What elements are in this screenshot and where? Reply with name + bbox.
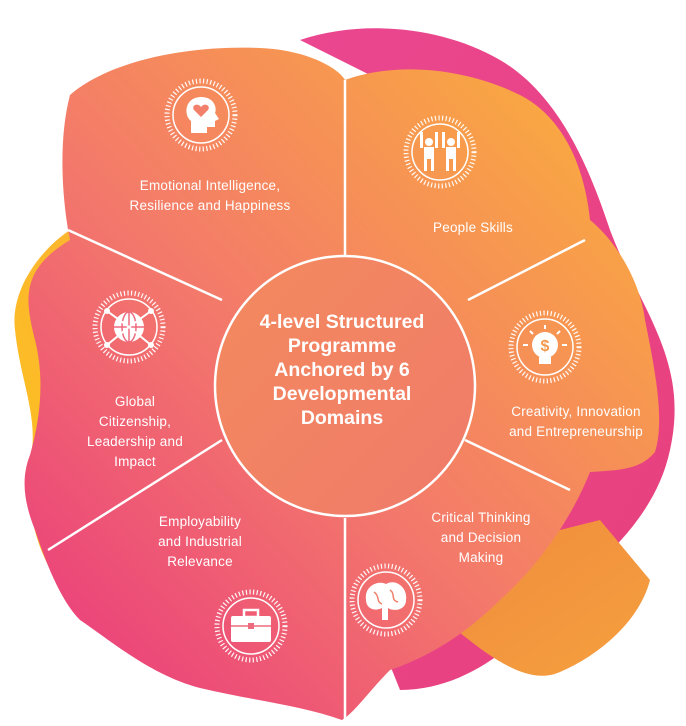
label-line: Making bbox=[458, 550, 504, 565]
label-line: Global bbox=[114, 394, 156, 409]
center-title-line: 4-level Structured bbox=[259, 311, 425, 333]
label-line: Impact bbox=[114, 454, 156, 469]
people-cheering-icon bbox=[403, 115, 477, 189]
domain-label-critical-thinking: Critical Thinking and Decision Making bbox=[396, 508, 566, 568]
center-title: 4-level Structured Programme Anchored by… bbox=[222, 310, 462, 430]
center-title-line: Developmental bbox=[272, 383, 412, 405]
label-line: People Skills bbox=[433, 220, 513, 235]
head-heart-icon bbox=[164, 78, 238, 152]
domain-label-creativity: Creativity, Innovation and Entrepreneurs… bbox=[486, 402, 666, 442]
brain-icon bbox=[349, 563, 423, 637]
label-line: Creativity, Innovation bbox=[511, 404, 641, 419]
center-title-line: Programme bbox=[287, 335, 397, 357]
center-circle bbox=[213, 254, 477, 518]
lightbulb-dollar-icon: $ bbox=[508, 310, 582, 384]
center-title-line: Anchored by 6 bbox=[274, 359, 410, 381]
briefcase-icon bbox=[214, 589, 288, 663]
domain-label-people-skills: People Skills bbox=[378, 218, 568, 238]
domain-label-employability: Employability and Industrial Relevance bbox=[120, 512, 280, 572]
label-line: and Decision bbox=[440, 530, 522, 545]
label-line: Employability bbox=[158, 514, 242, 529]
segment-dividers bbox=[47, 80, 586, 720]
domain-label-global-citizenship: Global Citizenship, Leadership and Impac… bbox=[60, 392, 210, 472]
label-line: and Industrial bbox=[158, 534, 242, 549]
label-line: Leadership and bbox=[87, 434, 183, 449]
label-line: Relevance bbox=[167, 554, 233, 569]
globe-network-icon bbox=[92, 290, 166, 364]
label-line: Resilience and Happiness bbox=[129, 198, 291, 213]
label-line: Citizenship, bbox=[98, 414, 172, 429]
center-title-line: Domains bbox=[300, 407, 384, 429]
label-line: and Entrepreneurship bbox=[509, 424, 643, 439]
label-line: Critical Thinking bbox=[431, 510, 531, 525]
domain-label-emotional-intelligence: Emotional Intelligence, Resilience and H… bbox=[100, 176, 320, 216]
label-line: Emotional Intelligence, bbox=[139, 178, 281, 193]
svg-text:$: $ bbox=[541, 338, 550, 355]
